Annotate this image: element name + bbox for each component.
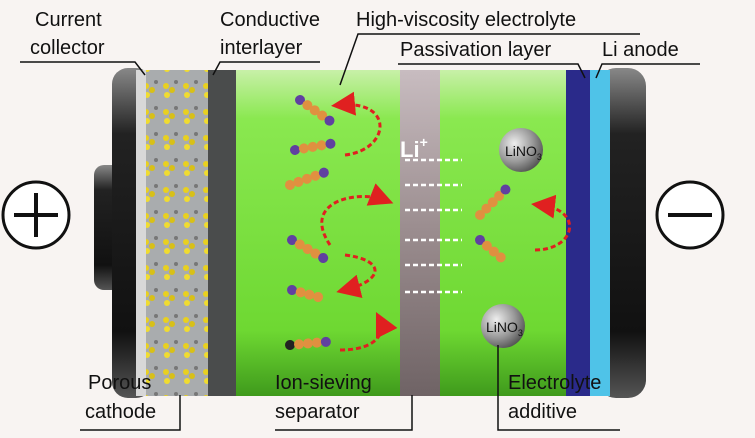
additive-formula: LiNO <box>486 319 518 335</box>
label-conductive-interlayer-2: interlayer <box>220 37 303 59</box>
lino3-additive-top: LiNO3 <box>499 128 543 172</box>
shuttle-arrows <box>320 91 571 352</box>
label-porous-cathode-2: cathode <box>85 401 156 423</box>
porous-cathode <box>146 70 208 396</box>
svg-text:LiNO3: LiNO3 <box>505 143 542 162</box>
svg-text:LiNO3: LiNO3 <box>486 319 523 338</box>
label-electrolyte-additive-2: additive <box>508 401 577 423</box>
li-anode <box>590 70 610 396</box>
li-ion-label: Li+ <box>400 134 428 162</box>
ion-sieving-separator <box>400 70 440 396</box>
additive-subscript: 3 <box>537 152 542 162</box>
label-ion-sieving-separator-2: separator <box>275 401 360 423</box>
polysulfide-molecules <box>285 95 511 350</box>
additive-subscript: 3 <box>518 328 523 338</box>
current-collector <box>136 70 146 396</box>
label-porous-cathode-1: Porous <box>88 372 151 394</box>
label-ion-sieving-separator-1: Ion-sieving <box>275 372 372 394</box>
label-conductive-interlayer-1: Conductive <box>220 9 320 31</box>
label-current-collector-1: Current <box>35 9 102 31</box>
label-li-anode: Li anode <box>602 39 679 61</box>
label-current-collector-2: collector <box>30 37 105 59</box>
positive-terminal <box>1 180 71 250</box>
label-high-viscosity-electrolyte: High-viscosity electrolyte <box>356 9 576 31</box>
passivation-layer <box>566 70 590 396</box>
label-passivation-layer: Passivation layer <box>400 39 552 61</box>
conductive-interlayer <box>208 70 236 396</box>
label-electrolyte-additive-1: Electrolyte <box>508 372 601 394</box>
li-ion-flow-arrows <box>405 158 462 294</box>
lino3-additive-bottom: LiNO3 <box>481 304 525 348</box>
additive-formula: LiNO <box>505 143 537 159</box>
negative-terminal <box>655 180 725 250</box>
